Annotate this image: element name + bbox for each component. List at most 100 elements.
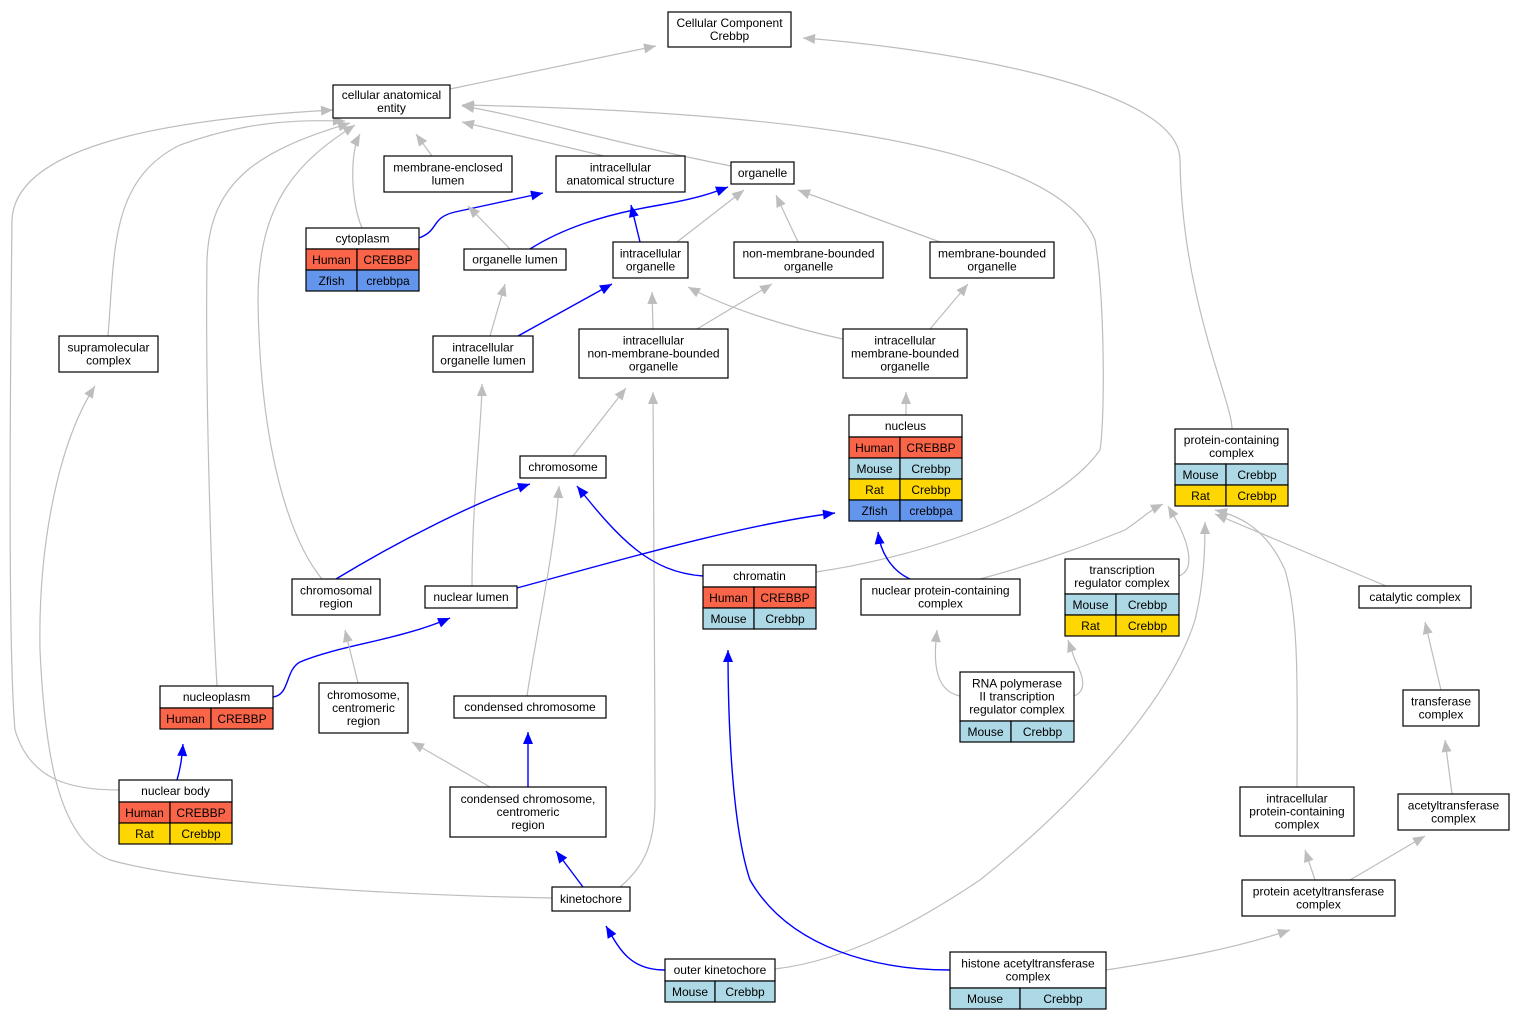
node-kin[interactable]: kinetochore [551, 886, 631, 912]
edge-imbo-to-mbo [929, 283, 969, 330]
edge-cae-to-root [449, 43, 657, 90]
node-label-line: transcription [1089, 563, 1154, 577]
edge-cyt-to-ias [418, 190, 544, 239]
species-label: Zfish [861, 504, 887, 518]
node-label-line: intracellular [623, 333, 684, 347]
edge-mel-to-cae [415, 133, 433, 157]
node-label-line: Crebbp [710, 29, 750, 43]
node-label-line: intracellular [590, 160, 651, 174]
edge-cccr-to-cc [523, 732, 533, 787]
edge-inmbo-to-io [647, 291, 658, 330]
gene-label: Crebbp [765, 612, 805, 626]
node-label-line: intracellular [620, 246, 681, 260]
node-label-line: condensed chromosome [464, 700, 596, 714]
node-cc[interactable]: condensed chromosome [453, 695, 607, 719]
node-label-line: kinetochore [560, 892, 622, 906]
node-label-line: region [511, 818, 544, 832]
edge-nb-to-cae [9, 105, 334, 791]
node-label-line: complex [1431, 812, 1476, 826]
edge-cc-to-chr [526, 485, 564, 697]
node-label-line: condensed chromosome, [461, 792, 596, 806]
species-label: Mouse [672, 985, 708, 999]
edge-nl-to-nuc [516, 509, 836, 589]
edge-io-to-ias [628, 204, 641, 243]
node-label-line: transferase [1411, 694, 1471, 708]
node-label-line: membrane-enclosed [393, 160, 502, 174]
gene-label: crebbpa [909, 504, 953, 518]
node-label-line: centromeric [332, 701, 395, 715]
node-cat[interactable]: catalytic complex [1358, 585, 1472, 609]
edge-cyt-to-cae [349, 133, 363, 229]
node-orgl[interactable]: organelle lumen [463, 248, 567, 271]
node-inmbo[interactable]: intracellularnon-membrane-boundedorganel… [578, 328, 729, 379]
node-label-line: outer kinetochore [674, 963, 767, 977]
edge-patc-to-atc [1349, 835, 1426, 881]
node-label-line: II transcription [979, 690, 1054, 704]
node-nl[interactable]: nuclear lumen [424, 585, 518, 609]
edge-ok-to-kin [605, 925, 666, 971]
node-label-line: membrane-bounded [938, 246, 1046, 260]
node-label-line: organelle lumen [472, 253, 557, 267]
gene-label: Crebbp [1237, 489, 1277, 503]
annotation-row-human: Human CREBBP [159, 707, 274, 730]
edge-cat-to-pcc [1214, 513, 1387, 587]
node-label-line: nuclear body [141, 784, 210, 798]
node-label-line: organelle lumen [440, 354, 525, 368]
edge-chr-to-inmbo [572, 387, 627, 457]
gene-label: CREBBP [217, 712, 266, 726]
edge-nuc-to-imbo [901, 392, 911, 415]
node-label-line: acetyltransferase [1408, 798, 1500, 812]
edge-kin-to-smc [39, 385, 553, 899]
node-label-line: supramolecular [67, 340, 149, 354]
edge-nmbo-to-org [775, 194, 799, 243]
edge-smc-to-cae [107, 115, 346, 337]
species-label: Human [125, 806, 164, 820]
edge-chrr-to-chr [335, 482, 531, 580]
edge-cccr-to-ccr [411, 741, 491, 788]
node-chr[interactable]: chromosome [519, 455, 607, 479]
node-label-line: complex [86, 354, 131, 368]
edge-kin-to-inmbo [619, 391, 659, 888]
node-label-line: protein-containing [1249, 805, 1344, 819]
species-label: Human [166, 712, 205, 726]
node-label-line: organelle [967, 260, 1017, 274]
node-label-line: regulator complex [1074, 576, 1169, 590]
edge-rnap-to-trc [1067, 639, 1084, 697]
node-org[interactable]: organelle [730, 161, 795, 185]
node-label-line: nucleoplasm [183, 690, 250, 704]
node-label-line: centromeric [497, 805, 560, 819]
gene-label: Crebbp [1128, 598, 1168, 612]
